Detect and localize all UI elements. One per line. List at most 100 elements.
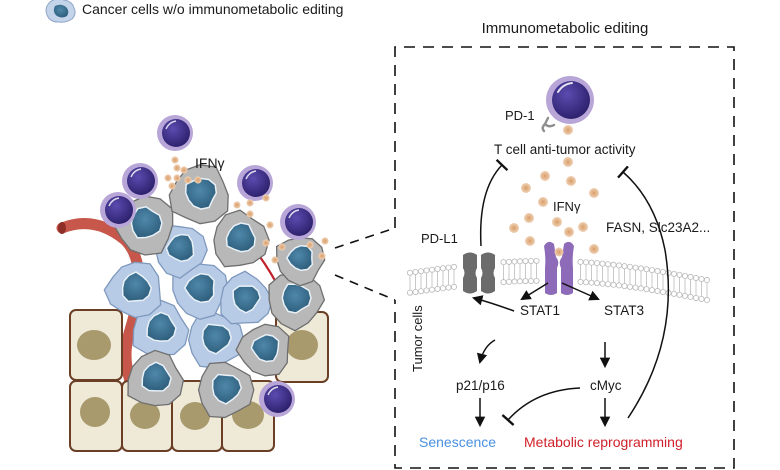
epithelial-cell: [69, 309, 123, 381]
t-cell: [122, 163, 158, 199]
tumor-illustration: IFNγ: [56, 115, 329, 452]
lipid: [423, 267, 430, 294]
lipid: [616, 262, 623, 289]
ifng-dot: [566, 176, 576, 186]
vessel-opening: [58, 222, 66, 234]
lipid: [445, 264, 452, 291]
lipid: [671, 270, 678, 297]
ifng-dot: [321, 237, 329, 245]
ifng-dot: [306, 241, 314, 249]
tcell-activity-label: T cell anti-tumor activity: [494, 142, 636, 157]
lipid: [505, 258, 512, 285]
stat1-label: STAT1: [520, 303, 560, 318]
ifng-dot: [194, 176, 202, 184]
ifng-dot: [184, 176, 192, 184]
legend-label: Cancer cells w/o immunometabolic editing: [82, 1, 343, 17]
ifng-dot: [173, 174, 181, 182]
ifng-dot: [564, 227, 574, 237]
ifng-label-inset: IFNγ: [553, 199, 581, 214]
lipid: [533, 257, 540, 284]
ifng-dot: [509, 223, 519, 233]
cell-membrane: [406, 257, 711, 304]
lipid: [643, 266, 650, 293]
ifng-dot: [164, 174, 172, 182]
receptor-to-stat1-arrow: [520, 282, 549, 301]
ifng-dot: [563, 157, 573, 167]
ifng-dots-left: [164, 156, 329, 264]
ifng-dot: [246, 199, 254, 207]
lipid: [577, 258, 584, 285]
cancer-cell-blue-icon: [45, 0, 76, 23]
inset-title: Immunometabolic editing: [482, 20, 649, 37]
ifng-dot: [266, 221, 274, 229]
lipid: [654, 268, 661, 295]
lipid: [406, 269, 413, 296]
ifng-dot: [589, 188, 599, 198]
ifng-dot: [168, 182, 176, 190]
p21-p16-label: p21/p16: [456, 378, 505, 393]
tumor-cells-label: Tumor cells: [410, 305, 425, 372]
cancer-cell-edited: [235, 323, 290, 377]
ifng-dot: [540, 171, 550, 181]
cancer-cells: [103, 164, 326, 419]
fasn-label: FASN, Slc23A2...: [606, 220, 710, 235]
lipid: [522, 258, 529, 285]
cancer-cell-unedited: [103, 261, 162, 319]
ifng-dot: [278, 243, 286, 251]
t-cell: [280, 204, 316, 240]
ifng-dot: [524, 213, 534, 223]
ifng-dot: [578, 222, 588, 232]
ifng-label-left: IFNγ: [195, 155, 225, 171]
cancer-cell-edited: [213, 209, 270, 268]
lipid: [621, 263, 628, 290]
ifng-dot: [318, 252, 326, 260]
lipid: [599, 260, 606, 287]
lipid: [583, 259, 590, 286]
stat3-label: STAT3: [604, 303, 644, 318]
cancer-cell-edited: [197, 361, 255, 419]
epithelial-cell: [69, 380, 123, 452]
lipid: [528, 257, 535, 284]
t-cells: [100, 115, 316, 417]
lipid: [500, 259, 507, 286]
lipid: [698, 275, 705, 302]
lipid: [417, 268, 424, 295]
ifng-dot: [538, 197, 548, 207]
ifng-dot: [233, 201, 241, 209]
metabolic-reprogramming-label: Metabolic reprogramming: [524, 434, 683, 450]
cancer-cell-edited: [275, 237, 326, 287]
lipid: [676, 271, 683, 298]
lipid: [649, 267, 656, 294]
pathway-arrows: [471, 158, 670, 428]
cancer-cell-unedited: [187, 312, 245, 369]
ifng-dot: [521, 183, 531, 193]
ifng-dot: [173, 164, 181, 172]
ifng-dot: [262, 194, 270, 202]
cmyc-inhibits-senescence-arrow: [501, 387, 581, 426]
t-cell: [100, 192, 136, 228]
lipid: [511, 258, 518, 285]
pdl1-receptor-icon: [463, 252, 495, 294]
ifng-dot: [589, 244, 599, 254]
lipid: [594, 260, 601, 287]
ifng-dot: [246, 210, 254, 218]
t-cell: [259, 381, 295, 417]
ifng-dot: [262, 239, 270, 247]
lipid: [682, 272, 689, 299]
ifng-dot: [552, 217, 562, 227]
cmyc-label: cMyc: [590, 378, 622, 393]
lipid: [638, 265, 645, 292]
inset-panel: Immunometabolic editing PD-1 T cell anti…: [394, 20, 735, 469]
cancer-cell-unedited: [220, 270, 274, 325]
ifng-dot: [171, 156, 179, 164]
ifng-dots-inset: [509, 125, 599, 254]
zoom-connector-top: [334, 227, 396, 249]
inset-border: [394, 46, 735, 469]
t-cell: [237, 165, 273, 201]
ifng-dot: [525, 236, 535, 246]
cancer-cell-edited: [127, 349, 185, 407]
ifng-dot: [563, 125, 573, 135]
cancer-cell-unedited: [172, 263, 229, 320]
lipid: [693, 274, 700, 301]
lipid: [704, 277, 711, 304]
